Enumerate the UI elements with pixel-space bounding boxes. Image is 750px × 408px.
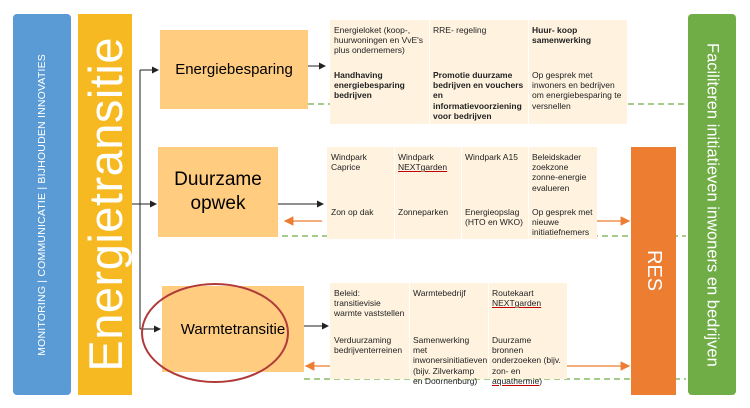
energietransitie-label: Energietransitie bbox=[78, 37, 132, 372]
do-item-caprice: Windpark Caprice bbox=[331, 152, 367, 173]
wt-item-routekaart: Routekaart NEXTgarden bbox=[488, 285, 567, 311]
do-item-energieopslag: Energieopslag (HTO en WKO) bbox=[465, 207, 523, 228]
category-duurzame-opwek: Duurzame opwek bbox=[158, 147, 278, 237]
res-bar: RES bbox=[631, 147, 676, 395]
category-energiebesparing: Energiebesparing bbox=[160, 30, 308, 109]
do-item-nextgarden-prefix: Windpark bbox=[398, 152, 434, 162]
wt-item-warmtebedrijf: Warmtebedrijf bbox=[413, 288, 466, 298]
wt-item-aquathermie: aquathermie bbox=[492, 375, 540, 386]
panel-duurzame-opwek: Windpark Caprice Windpark NEXTgarden Win… bbox=[327, 147, 597, 239]
do-item-a15: Windpark A15 bbox=[465, 152, 518, 162]
eb-item-rre-regeling: RRE- regeling bbox=[433, 25, 487, 35]
energietransitie-bar: Energietransitie bbox=[78, 14, 132, 395]
wt-item-verduurzaming: Verduurzaming bedrijventerreinen bbox=[334, 335, 403, 356]
category-energiebesparing-label: Energiebesparing bbox=[175, 61, 293, 78]
highlight-ellipse bbox=[141, 283, 289, 383]
faciliteren-bar: Faciliteren initiatieven inwoners en bed… bbox=[688, 14, 736, 395]
category-duurzame-line2: opwek bbox=[190, 193, 246, 214]
eb-item-energieloket: Energieloket (koop-, huurwoningen en VvE… bbox=[334, 25, 424, 56]
eb-item-op-gesprek: Op gesprek met inwoners en bedrijven om … bbox=[532, 70, 622, 111]
do-item-op-gesprek: Op gesprek met nieuwe initiatiefnemers bbox=[532, 207, 593, 238]
wt-item-samenwerking: Samenwerking met inwonersinitiatieven (b… bbox=[413, 335, 488, 386]
wt-item-routekaart-prefix: Routekaart bbox=[492, 288, 534, 298]
wt-item-routekaart-name: NEXTgarden bbox=[492, 298, 542, 309]
do-item-beleidskader: Beleidskader zoekzone zonne-energie eval… bbox=[532, 152, 587, 193]
wt-item-duurzame-bronnen: Duurzame bronnen onderzoeken (bijv. zon-… bbox=[488, 332, 567, 389]
eb-item-handhaving: Handhaving energiebesparing bedrijven bbox=[334, 70, 405, 101]
wt-item-duurzame-bronnen-text: Duurzame bronnen onderzoeken (bijv. zon-… bbox=[492, 335, 561, 376]
panel-energiebesparing: Energieloket (koop-, huurwoningen en VvE… bbox=[330, 20, 627, 124]
eb-item-huur-koop: Huur- koop samenwerking bbox=[532, 25, 592, 46]
wt-item-duurzame-bronnen-close: ) bbox=[539, 375, 543, 386]
res-label: RES bbox=[643, 250, 665, 292]
category-duurzame-opwek-label: Duurzame opwek bbox=[174, 168, 262, 216]
wt-item-beleid: Beleid: transitievisie warmte vaststelle… bbox=[334, 288, 405, 319]
do-item-zon-op-dak: Zon op dak bbox=[331, 207, 374, 217]
panel-warmtetransitie: Beleid: transitievisie warmte vaststelle… bbox=[330, 283, 567, 386]
monitoring-label: MONITORING | COMMUNICATIE | BIJHOUDEN IN… bbox=[36, 53, 48, 356]
eb-item-promotie: Promotie duurzame bedrijven en vouchers … bbox=[433, 70, 524, 121]
do-item-zonneparken: Zonneparken bbox=[398, 207, 449, 217]
do-item-nextgarden: Windpark NEXTgarden bbox=[394, 149, 461, 175]
do-item-nextgarden-name: NEXTgarden bbox=[398, 162, 448, 173]
faciliteren-label: Faciliteren initiatieven inwoners en bed… bbox=[703, 42, 722, 367]
monitoring-bar: MONITORING | COMMUNICATIE | BIJHOUDEN IN… bbox=[13, 14, 71, 395]
category-duurzame-line1: Duurzame bbox=[174, 169, 262, 191]
